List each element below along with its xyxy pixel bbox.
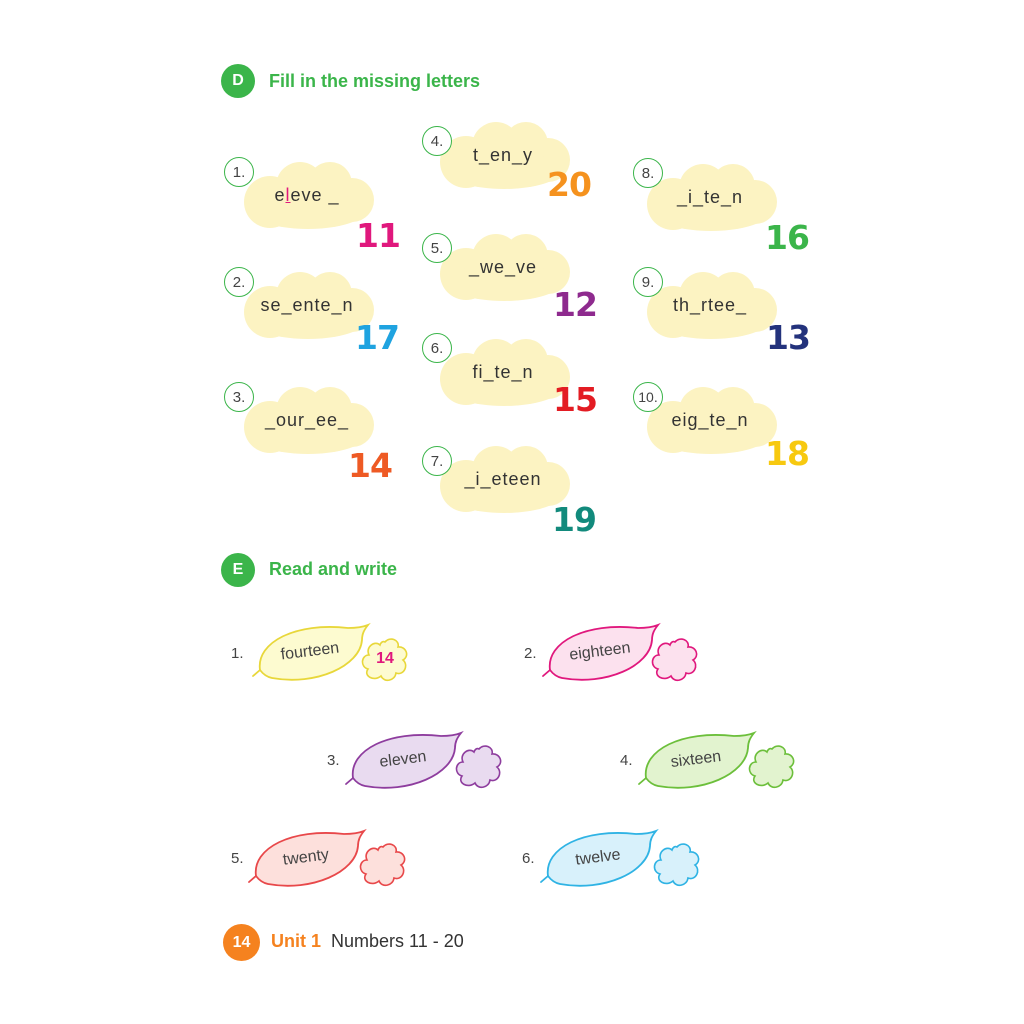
- item-number: 10.: [633, 382, 663, 412]
- answer-text: [747, 743, 797, 789]
- answer-flower[interactable]: [454, 743, 504, 789]
- answer-text: 14: [376, 650, 394, 667]
- answer-flower[interactable]: [652, 841, 702, 887]
- page-number-badge: 14: [223, 924, 260, 961]
- item-number: 5.: [422, 233, 452, 263]
- missing-letters-word[interactable]: fi_te_n: [472, 361, 534, 382]
- target-number: 12: [553, 285, 598, 324]
- leaf-shape: twelve: [538, 826, 663, 896]
- missing-letters-word[interactable]: _i_te_n: [676, 186, 744, 207]
- section-d-badge: D: [221, 64, 255, 98]
- cloud-shape: eig_te_n: [643, 385, 777, 455]
- item-number: 6.: [522, 850, 535, 867]
- answer-text: [454, 743, 504, 789]
- target-number: 18: [765, 434, 810, 473]
- answer-flower[interactable]: 14: [360, 636, 410, 682]
- target-number: 16: [765, 218, 810, 257]
- target-number: 14: [348, 446, 393, 485]
- missing-letters-word[interactable]: t_en_y: [472, 144, 534, 165]
- answer-flower[interactable]: [358, 841, 408, 887]
- leaf-shape: twenty: [246, 826, 371, 896]
- item-number: 2.: [524, 645, 537, 662]
- missing-letters-word[interactable]: _we_ve: [468, 256, 538, 277]
- missing-letters-word[interactable]: _i_eteen: [464, 468, 542, 489]
- item-number: 4.: [422, 126, 452, 156]
- answer-text: [652, 841, 702, 887]
- target-number: 11: [356, 216, 401, 255]
- answer-flower[interactable]: [747, 743, 797, 789]
- leaf-shape: fourteen: [250, 620, 375, 690]
- target-number: 15: [553, 380, 598, 419]
- target-number: 19: [552, 500, 597, 539]
- section-e-letter: E: [232, 561, 244, 578]
- missing-letters-word[interactable]: th_rtee_: [672, 294, 748, 315]
- cloud-shape: _our_ee_: [240, 385, 374, 455]
- item-number: 8.: [633, 158, 663, 188]
- cloud-shape: se_ente_n: [240, 270, 374, 340]
- leaf-shape: sixteen: [636, 728, 761, 798]
- target-number: 17: [355, 318, 400, 357]
- cloud-shape: _i_te_n: [643, 162, 777, 232]
- item-number: 4.: [620, 752, 633, 769]
- item-number: 5.: [231, 850, 244, 867]
- page-number: 14: [232, 933, 251, 951]
- section-d-title: Fill in the missing letters: [269, 71, 481, 91]
- target-number: 13: [766, 318, 811, 357]
- filled-letter: l: [285, 184, 291, 205]
- cloud-shape: _i_eteen: [436, 444, 570, 514]
- leaf-shape: eighteen: [540, 620, 665, 690]
- item-number: 1.: [224, 157, 254, 187]
- answer-text: [358, 841, 408, 887]
- cloud-shape: fi_te_n: [436, 337, 570, 407]
- section-e-badge: E: [221, 553, 255, 587]
- item-number: 7.: [422, 446, 452, 476]
- missing-letters-word[interactable]: se_ente_n: [260, 294, 354, 315]
- item-number: 9.: [633, 267, 663, 297]
- item-number: 6.: [422, 333, 452, 363]
- cloud-shape: th_rtee_: [643, 270, 777, 340]
- unit-title: Numbers 11 - 20: [331, 931, 464, 951]
- item-number: 2.: [224, 267, 254, 297]
- answer-text: [650, 636, 700, 682]
- cloud-shape: _we_ve: [436, 232, 570, 302]
- target-number: 20: [547, 165, 592, 204]
- missing-letters-word[interactable]: _our_ee_: [264, 409, 350, 430]
- section-d-letter: D: [232, 72, 244, 89]
- item-number: 1.: [231, 645, 244, 662]
- section-e-title: Read and write: [269, 559, 398, 579]
- unit-label: Unit 1: [271, 931, 322, 951]
- item-number: 3.: [224, 382, 254, 412]
- leaf-shape: eleven: [343, 728, 468, 798]
- missing-letters-word[interactable]: eig_te_n: [671, 409, 749, 430]
- item-number: 3.: [327, 752, 340, 769]
- cloud-shape: t_en_y: [436, 120, 570, 190]
- answer-flower[interactable]: [650, 636, 700, 682]
